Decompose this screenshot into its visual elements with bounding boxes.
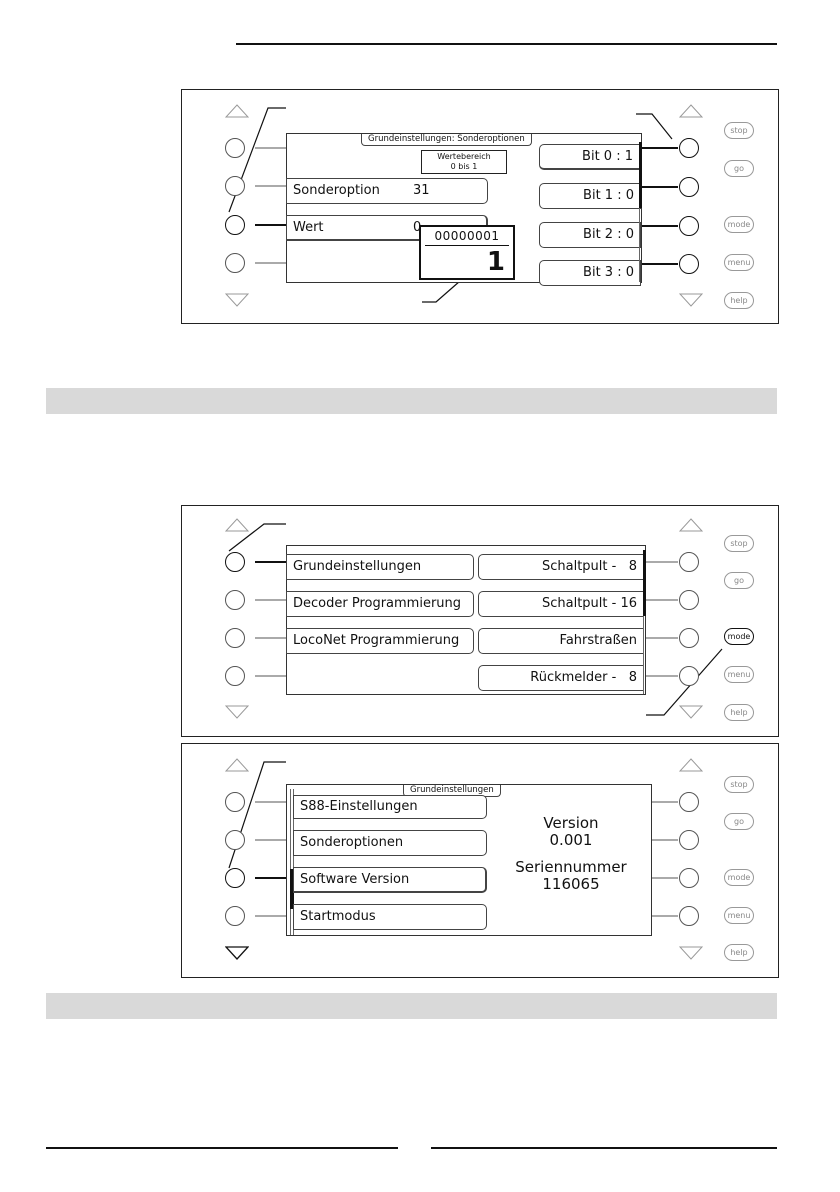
value-popup: 00000001 1 bbox=[419, 225, 515, 280]
option-number: 31 bbox=[413, 183, 430, 198]
menu-button[interactable]: menu bbox=[724, 254, 754, 271]
bit-2-button[interactable]: Bit 2 : 0 bbox=[539, 222, 641, 248]
section-bar-2 bbox=[46, 993, 777, 1019]
scroll-track bbox=[639, 142, 643, 282]
menu-item-switchboard-8[interactable]: Schaltpult - 8 bbox=[478, 554, 644, 580]
stop-button[interactable]: stop bbox=[724, 776, 754, 793]
header-rule bbox=[236, 43, 777, 45]
left-knob-4[interactable] bbox=[225, 906, 245, 926]
value-range-label: Wertebereich bbox=[437, 152, 491, 161]
menu-item-feedback-8[interactable]: Rückmelder - 8 bbox=[478, 665, 644, 691]
menu-item-routes[interactable]: Fahrstraßen bbox=[478, 628, 644, 654]
stop-button[interactable]: stop bbox=[724, 122, 754, 139]
right-knob-3[interactable] bbox=[679, 216, 699, 236]
help-button[interactable]: help bbox=[724, 944, 754, 961]
go-button[interactable]: go bbox=[724, 572, 754, 589]
popup-value: 1 bbox=[486, 247, 505, 277]
left-knob-3[interactable] bbox=[225, 215, 245, 235]
bit-1-button[interactable]: Bit 1 : 0 bbox=[539, 183, 641, 209]
value-range-text: 0 bis 1 bbox=[450, 162, 478, 171]
menu-item-special-options[interactable]: Sonderoptionen bbox=[293, 830, 487, 856]
panel-basic-settings: stop go mode menu help Grundeinstellunge… bbox=[181, 743, 779, 978]
scrollbar-thumb[interactable] bbox=[639, 142, 642, 208]
scroll-track bbox=[643, 550, 647, 694]
version-value: 0.001 bbox=[549, 831, 593, 849]
left-knob-2[interactable] bbox=[225, 590, 245, 610]
mode-button[interactable]: mode bbox=[724, 216, 754, 233]
menu-item-start-mode[interactable]: Startmodus bbox=[293, 904, 487, 930]
left-knob-1[interactable] bbox=[225, 792, 245, 812]
lcd-screen: Grundeinstellungen Decoder Programmierun… bbox=[286, 545, 646, 695]
value-range-box: Wertebereich 0 bis 1 bbox=[421, 150, 507, 174]
right-knob-2[interactable] bbox=[679, 177, 699, 197]
serial-label: Seriennummer bbox=[515, 858, 627, 876]
bit-3-button[interactable]: Bit 3 : 0 bbox=[539, 260, 641, 286]
option-label: Sonderoption bbox=[293, 183, 380, 198]
menu-button[interactable]: menu bbox=[724, 666, 754, 683]
software-info: Version 0.001 Seriennummer 116065 bbox=[493, 815, 649, 893]
panel-main-menu: stop go mode menu help Grundeinstellunge… bbox=[181, 505, 779, 737]
right-knob-2[interactable] bbox=[679, 590, 699, 610]
left-knob-3[interactable] bbox=[225, 628, 245, 648]
bit-0-button[interactable]: Bit 0 : 1 bbox=[539, 144, 641, 170]
scrollbar-thumb[interactable] bbox=[643, 550, 646, 616]
value-label: Wert bbox=[293, 220, 324, 235]
right-knob-4[interactable] bbox=[679, 254, 699, 274]
go-button[interactable]: go bbox=[724, 813, 754, 830]
left-knob-2[interactable] bbox=[225, 830, 245, 850]
go-button[interactable]: go bbox=[724, 160, 754, 177]
section-bar-1 bbox=[46, 388, 777, 414]
stop-button[interactable]: stop bbox=[724, 535, 754, 552]
left-knob-1[interactable] bbox=[225, 552, 245, 572]
footer-rule-right bbox=[431, 1147, 777, 1149]
menu-item-switchboard-16[interactable]: Schaltpult - 16 bbox=[478, 591, 644, 617]
left-knob-2[interactable] bbox=[225, 176, 245, 196]
version-label: Version bbox=[543, 814, 599, 832]
panel-special-options: stop go mode menu help Grundeinstellunge… bbox=[181, 89, 779, 324]
menu-item-software-version[interactable]: Software Version bbox=[293, 867, 487, 893]
right-knob-3[interactable] bbox=[679, 868, 699, 888]
left-knob-4[interactable] bbox=[225, 253, 245, 273]
menu-button[interactable]: menu bbox=[724, 907, 754, 924]
scrollbar-thumb[interactable] bbox=[290, 869, 294, 909]
right-knob-2[interactable] bbox=[679, 830, 699, 850]
left-knob-1[interactable] bbox=[225, 138, 245, 158]
mode-button[interactable]: mode bbox=[724, 869, 754, 886]
menu-item-loconet-programming[interactable]: LocoNet Programmierung bbox=[286, 628, 474, 654]
option-row[interactable]: Sonderoption 31 bbox=[286, 178, 488, 204]
help-button[interactable]: help bbox=[724, 292, 754, 309]
right-knob-1[interactable] bbox=[679, 792, 699, 812]
popup-binary: 00000001 bbox=[434, 229, 500, 243]
right-knob-3[interactable] bbox=[679, 628, 699, 648]
footer-rule-left bbox=[46, 1147, 398, 1149]
lcd-screen: Grundeinstellungen S88-Einstellungen Son… bbox=[286, 784, 652, 936]
right-knob-4[interactable] bbox=[679, 666, 699, 686]
lcd-screen: Grundeinstellungen: Sonderoptionen Werte… bbox=[286, 133, 643, 286]
menu-item-decoder-programming[interactable]: Decoder Programmierung bbox=[286, 591, 474, 617]
menu-item-s88-settings[interactable]: S88-Einstellungen bbox=[293, 795, 487, 819]
right-knob-1[interactable] bbox=[679, 552, 699, 572]
mode-button[interactable]: mode bbox=[724, 628, 754, 645]
serial-value: 116065 bbox=[542, 875, 600, 893]
menu-item-basic-settings[interactable]: Grundeinstellungen bbox=[286, 554, 474, 580]
scroll-track bbox=[290, 789, 294, 935]
left-knob-3[interactable] bbox=[225, 868, 245, 888]
right-knob-1[interactable] bbox=[679, 138, 699, 158]
popup-divider bbox=[425, 245, 509, 246]
left-knob-4[interactable] bbox=[225, 666, 245, 686]
screen-title: Grundeinstellungen: Sonderoptionen bbox=[361, 134, 532, 146]
right-knob-4[interactable] bbox=[679, 906, 699, 926]
help-button[interactable]: help bbox=[724, 704, 754, 721]
value-number: 0 bbox=[413, 220, 422, 235]
